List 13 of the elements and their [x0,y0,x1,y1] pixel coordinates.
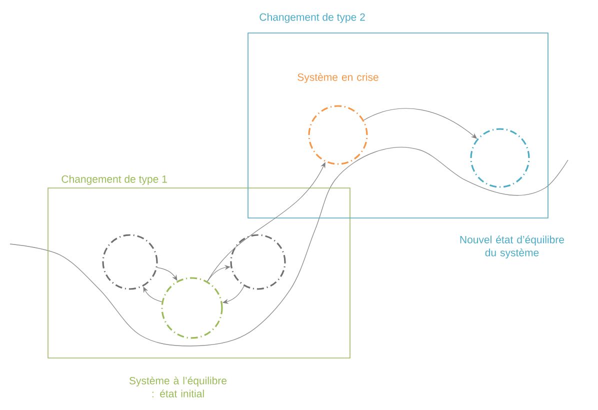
dash-dot-circle [161,277,223,339]
dash-dot-circle [230,234,286,290]
circle-caption: Système en crise [298,73,378,83]
node-label: Changement de type 1 [62,175,167,185]
arrow [207,162,326,282]
dash-dot-circle [470,128,530,188]
caption-text: Nouvel état d’équilibre du système [460,236,564,258]
dash-dot-circle [308,105,368,165]
circle-caption: Système à l’équilibre : état initial [129,376,227,398]
node-label: Changement de type 2 [260,13,365,23]
arrow [156,267,178,281]
frame-box: Changement de type 1 [48,175,350,358]
dash-dot-circle [102,234,158,290]
